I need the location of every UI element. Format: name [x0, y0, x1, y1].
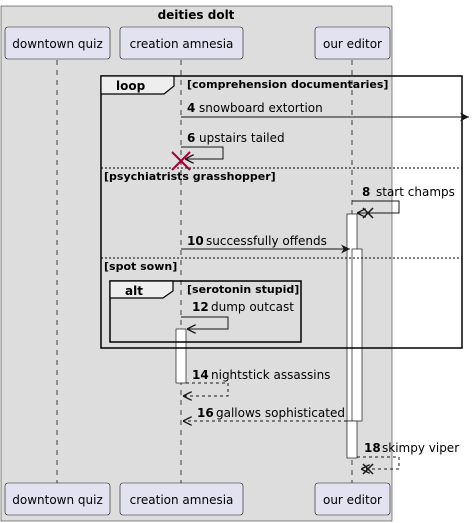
- loop-guard-1: [comprehension documentaries]: [187, 78, 388, 91]
- svg-text:8: 8: [362, 185, 370, 199]
- message-14: 14 nightstick assassins: [183, 368, 330, 396]
- svg-text:successfully offends: successfully offends: [206, 234, 327, 248]
- svg-text:6: 6: [187, 131, 195, 145]
- svg-text:downtown quiz: downtown quiz: [12, 493, 103, 507]
- loop-label: loop: [116, 79, 146, 93]
- group-box-title: deities dolt: [158, 8, 235, 22]
- participant-our-editor-bottom: our editor: [314, 482, 391, 516]
- message-10: 10 successfully offends: [181, 234, 350, 254]
- message-6: 6 upstairs tailed: [181, 131, 285, 159]
- activation-amnesia: [175, 328, 187, 384]
- svg-text:skimpy viper: skimpy viper: [382, 441, 459, 455]
- participant-creation-amnesia-top: creation amnesia: [119, 26, 244, 60]
- svg-text:creation amnesia: creation amnesia: [130, 493, 234, 507]
- svg-text:downtown quiz: downtown quiz: [12, 37, 103, 51]
- group-box: [0, 5, 393, 522]
- svg-text:our editor: our editor: [323, 493, 382, 507]
- message-16: 16 gallows sophisticated: [183, 406, 347, 421]
- loop-fragment: loop [comprehension documentaries] [psyc…: [100, 75, 463, 349]
- svg-text:10: 10: [187, 234, 204, 248]
- message-8: 8 start champs: [352, 185, 455, 213]
- destroy-x-editor-2: [362, 463, 374, 475]
- svg-text:creation amnesia: creation amnesia: [130, 37, 234, 51]
- loop-guard-2: [psychiatrists grasshopper]: [104, 170, 276, 183]
- alt-guard: [serotonin stupid]: [187, 283, 299, 296]
- message-18: 18 skimpy viper: [357, 441, 459, 469]
- svg-text:16: 16: [197, 406, 214, 420]
- activation-editor-3: [346, 420, 358, 459]
- alt-fragment: alt [serotonin stupid]: [109, 280, 302, 343]
- participant-downtown-quiz-top: downtown quiz: [4, 26, 111, 60]
- activation-editor-2: [351, 248, 363, 422]
- destroy-x-amnesia: [171, 151, 191, 171]
- svg-text:upstairs tailed: upstairs tailed: [199, 131, 285, 145]
- svg-text:nightstick assassins: nightstick assassins: [211, 368, 330, 382]
- svg-text:14: 14: [192, 368, 209, 382]
- message-12: 12 dump outcast: [181, 300, 294, 329]
- svg-text:4: 4: [187, 101, 195, 115]
- participant-our-editor-top: our editor: [314, 26, 391, 60]
- svg-text:start champs: start champs: [376, 185, 455, 199]
- participant-downtown-quiz-bottom: downtown quiz: [4, 482, 111, 516]
- loop-guard-3: [spot sown]: [104, 260, 177, 273]
- svg-text:dump outcast: dump outcast: [211, 300, 294, 314]
- svg-text:snowboard extortion: snowboard extortion: [199, 101, 323, 115]
- svg-text:18: 18: [364, 441, 381, 455]
- destroy-x-editor-1: [362, 207, 374, 219]
- svg-text:gallows sophisticated: gallows sophisticated: [216, 406, 345, 420]
- svg-text:12: 12: [192, 300, 209, 314]
- alt-label: alt: [125, 284, 143, 298]
- message-4: 4 snowboard extortion: [181, 101, 469, 122]
- participant-creation-amnesia-bottom: creation amnesia: [119, 482, 244, 516]
- svg-text:our editor: our editor: [323, 37, 382, 51]
